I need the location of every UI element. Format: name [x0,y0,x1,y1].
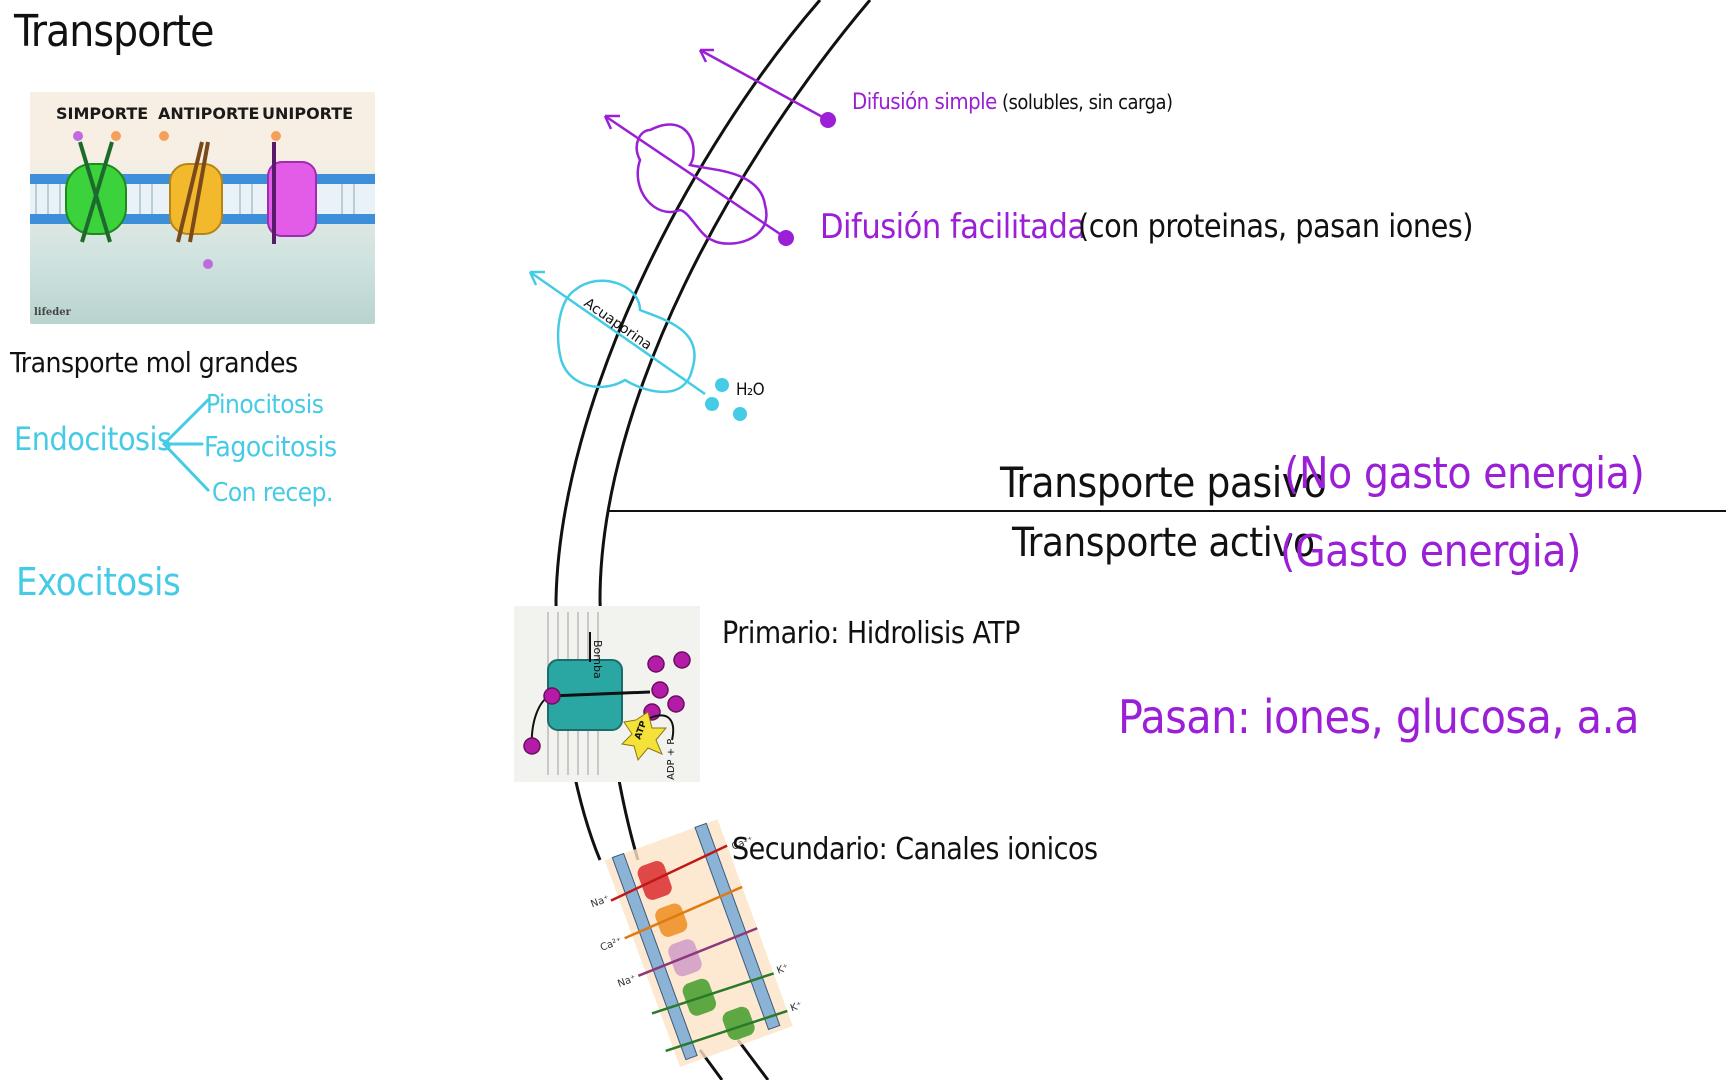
ion-label-4: Na⁺ [616,973,638,990]
simple-diffusion-note: (solubles, sin carga) [1002,90,1173,114]
passive-active-divider [608,510,1726,512]
water-molecules [705,378,747,421]
adp-label: ADP + P [666,739,677,780]
uniport-protein [267,131,317,244]
facilitated-diffusion-protein [603,114,787,245]
water-label: H₂O [736,380,765,400]
transport-proteins-image: SIMPORTE ANTIPORTE UNIPORTE [30,92,375,324]
ion-label-1: Na⁺ [589,894,611,911]
endocytosis-label: Endocitosis [14,420,172,458]
page-title: Transporte [14,6,214,57]
image-brand: lifeder [34,307,71,318]
pump-label: Bomba [591,640,604,679]
secondary-transport-label: Secundario: Canales ionicos [732,832,1098,867]
antiport-header: ANTIPORTE [158,104,260,123]
aquaporin-label: Acuaporina [581,295,655,353]
simple-diffusion-molecule [820,112,836,128]
facilitated-diffusion-label: Difusión facilitada [820,207,1086,247]
passive-transport-label: Transporte pasivo [1000,458,1327,507]
active-transport-note: (Gasto energia) [1280,526,1581,577]
ion-channels-image: Na⁺ Ca²⁺ Ca²⁺ Na⁺ K⁺ K⁺ [589,819,804,1068]
active-transport-label: Transporte activo [1012,520,1315,566]
ion-label-5: K⁺ [775,962,790,976]
antiport-protein [159,131,223,269]
simple-diffusion-label: Difusión simple [852,90,997,115]
facilitated-diffusion-note: (con proteinas, pasan iones) [1078,207,1474,245]
symport-header: SIMPORTE [56,104,149,123]
ion-label-3: Ca²⁺ [599,936,624,954]
simple-diffusion-arrow [698,48,829,122]
membrane-proteins-illustration [30,131,375,269]
ion-label-6: K⁺ [789,1000,804,1014]
phagocytosis-label: Fagocitosis [204,430,337,463]
receptor-mediated-label: Con recep. [212,478,333,508]
symport-protein [65,131,127,243]
primary-transport-label: Primario: Hidrolisis ATP [722,616,1020,651]
passing-molecules-label: Pasan: iones, glucosa, a.a [1118,690,1640,744]
uniport-header: UNIPORTE [262,104,354,123]
aquaporin-protein [528,270,706,396]
endocytosis-branch-lines [161,398,210,492]
facilitated-diffusion-molecule [778,230,794,246]
exocytosis-label: Exocitosis [16,560,181,604]
primary-pump-image: Bomba ATP ADP + P [514,606,700,782]
passive-transport-note: (No gasto energia) [1284,448,1645,499]
large-molecules-heading: Transporte mol grandes [10,346,298,379]
pinocytosis-label: Pinocitosis [206,390,324,420]
